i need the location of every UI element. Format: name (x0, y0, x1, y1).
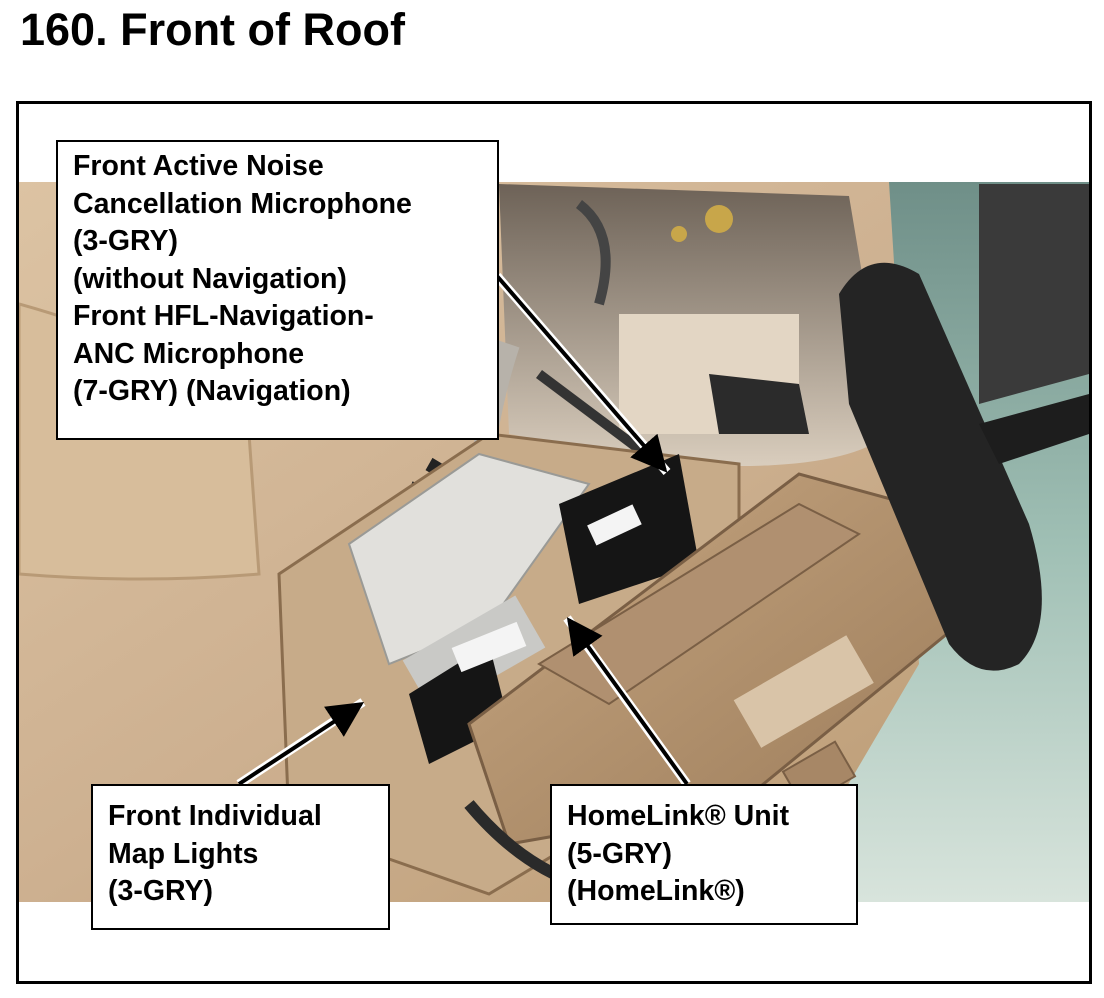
callout-line: ANC Microphone (73, 337, 305, 370)
callout-line: (HomeLink®) (567, 875, 745, 907)
figure-frame: Front Active Noise Cancellation Micropho… (16, 101, 1092, 984)
homelink-arrow (566, 617, 689, 786)
anc-arrow (495, 274, 668, 473)
callout-homelink-unit: HomeLink® Unit (5-GRY) (HomeLink®) (550, 784, 858, 925)
callout-line: Front HFL-Navigation- (73, 300, 374, 332)
callout-line: HomeLink® Unit (567, 800, 790, 832)
callout-arrows (236, 273, 691, 788)
page-title: 160. Front of Roof (20, 4, 405, 55)
callout-map-lights: Front Individual Map Lights (3-GRY) (91, 784, 390, 930)
callout-line: (7-GRY) (Navigation) (73, 375, 351, 407)
rearview-mirror (839, 262, 1042, 671)
callout-line: Front Individual (108, 800, 322, 832)
map-lights-arrow (237, 702, 365, 786)
callout-line: Front Active Noise (73, 150, 324, 182)
callout-line: (without Navigation) (73, 262, 347, 295)
callout-line: Cancellation Microphone (73, 187, 412, 220)
callout-line: (3-GRY) (73, 225, 179, 257)
callout-line: Map Lights (108, 837, 259, 870)
callout-anc-microphone: Front Active Noise Cancellation Micropho… (56, 140, 499, 440)
callout-line: (3-GRY) (108, 875, 214, 907)
callout-line: (5-GRY) (567, 837, 673, 870)
